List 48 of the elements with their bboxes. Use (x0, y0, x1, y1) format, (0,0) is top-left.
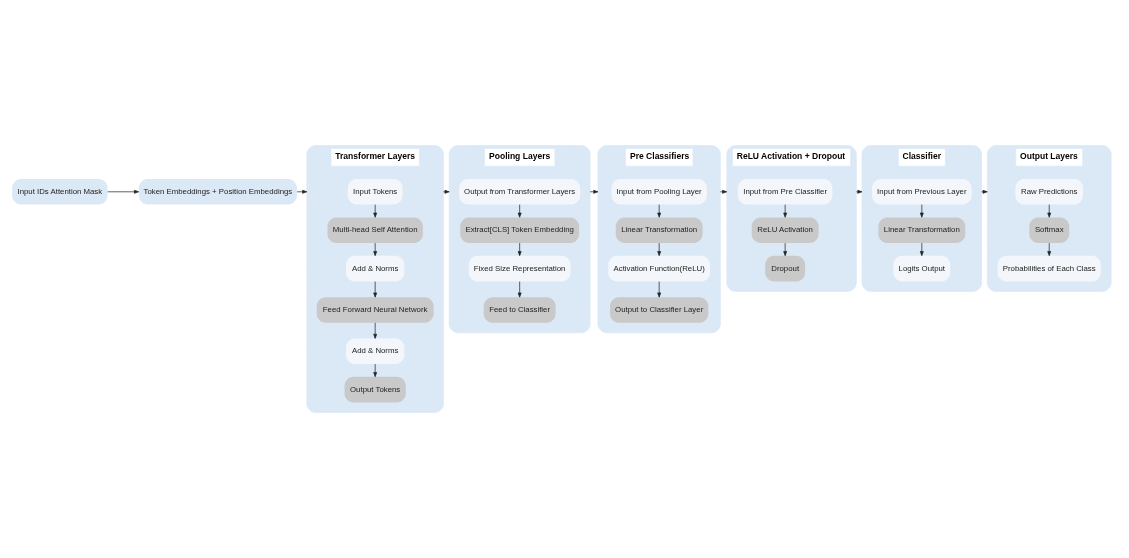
arrow (919, 204, 924, 218)
arrow (783, 204, 787, 218)
arrow (657, 242, 661, 257)
arrow (373, 281, 377, 298)
arrow (657, 204, 661, 218)
node-box: Dropout (765, 255, 806, 282)
arrow (720, 189, 728, 194)
arrow (657, 281, 661, 298)
node-box: Input from Pre Classifier (737, 179, 833, 205)
node-box: Input Tokens (347, 179, 403, 205)
node-box: Fixed Size Representation (468, 255, 571, 282)
arrow (443, 189, 450, 194)
node-box: Add & Norms (346, 338, 405, 365)
arrow (783, 242, 787, 257)
node-box: ReLU Activation (751, 217, 819, 244)
node-box: Feed to Classifier (483, 297, 556, 323)
node-box: Output from Transformer Layers (459, 179, 581, 205)
arrow (373, 322, 377, 339)
node-box: Softmax (1029, 217, 1070, 244)
node-box: Output Tokens (344, 376, 406, 403)
node-box: Multi-head Self Attention (327, 217, 423, 244)
node-box: Add & Norms (346, 255, 405, 282)
node-box: Extract[CLS] Token Embedding (460, 217, 580, 244)
arrow (1047, 242, 1052, 257)
arrow (373, 204, 377, 218)
node-box: Feed Forward Neural Network (316, 297, 434, 323)
node-box: Logits Output (893, 255, 951, 282)
node-box: Input IDs Attention Mask (12, 179, 108, 205)
node-box: Linear Transformation (878, 217, 966, 244)
node-box: Token Embeddings + Position Embeddings (138, 179, 297, 205)
arrow (1047, 204, 1052, 218)
node-box: Raw Predictions (1015, 179, 1084, 205)
arrow (919, 242, 924, 257)
node-box: Input from Previous Layer (872, 179, 972, 205)
node-box: Linear Transformation (615, 217, 703, 244)
arrow (855, 189, 863, 194)
node-box: Input from Pooling Layer (611, 179, 707, 205)
arrow (296, 189, 308, 194)
node-box: Probabilities of Each Class (997, 255, 1101, 282)
arrow (517, 281, 522, 298)
node-box: Output to Classifier Layer (610, 297, 709, 323)
arrow (517, 204, 522, 218)
arrow (107, 189, 140, 194)
node-box: Activation Function(ReLU) (608, 255, 711, 282)
arrow (517, 242, 522, 257)
arrow (589, 189, 599, 194)
arrow (373, 242, 377, 257)
arrow (373, 363, 377, 378)
